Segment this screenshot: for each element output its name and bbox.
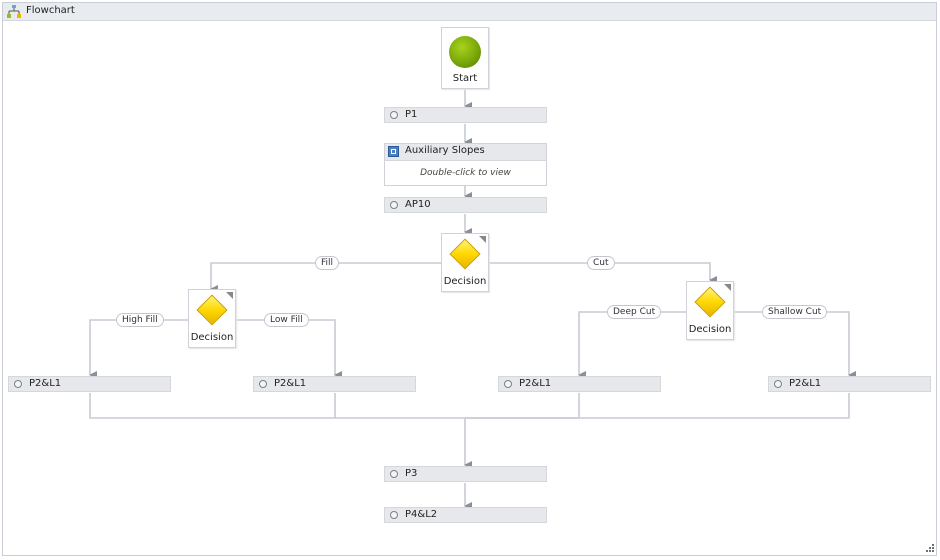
activity-label: P1: [405, 109, 418, 120]
sequence-header: Auxiliary Slopes: [385, 144, 546, 161]
sequence-hint: Double-click to view: [420, 168, 511, 178]
activity-p2l1-deep-cut[interactable]: P2&L1: [498, 376, 661, 392]
activity-status-icon: [390, 470, 398, 478]
connector-fill: [210, 262, 441, 293]
activity-label: P4&L2: [405, 509, 438, 520]
activity-label: P2&L1: [519, 378, 552, 389]
branch-label-shallow-cut[interactable]: Shallow Cut: [762, 305, 828, 319]
connector-merge-c: [465, 393, 580, 419]
activity-status-icon: [504, 380, 512, 388]
activity-label: P2&L1: [274, 378, 307, 389]
decision-diamond-icon: [449, 238, 481, 270]
connector-merge-a: [89, 393, 465, 419]
activity-status-icon: [259, 380, 267, 388]
activity-status-icon: [774, 380, 782, 388]
sequence-auxiliary-slopes[interactable]: Auxiliary Slopes Double-click to view: [384, 143, 547, 186]
activity-p4l2[interactable]: P4&L2: [384, 507, 547, 523]
start-node[interactable]: Start: [441, 27, 489, 89]
decision-label: Decision: [190, 332, 234, 343]
activity-p2l1-low-fill[interactable]: P2&L1: [253, 376, 416, 392]
window-title: Flowchart: [26, 5, 75, 16]
start-circle-icon: [449, 36, 481, 68]
connector-cut: [489, 262, 717, 284]
decision-label: Decision: [443, 276, 487, 287]
branch-label-deep-cut[interactable]: Deep Cut: [607, 305, 662, 319]
expand-corner-icon: [226, 292, 233, 299]
branch-label-low-fill[interactable]: Low Fill: [264, 313, 309, 327]
connector-merge-d: [465, 393, 850, 419]
title-bar: Flowchart: [3, 3, 936, 21]
branch-label-high-fill[interactable]: High Fill: [116, 313, 164, 327]
connector-deep-cut: [578, 311, 686, 379]
decision-cut[interactable]: Decision: [686, 281, 734, 340]
activity-p2l1-high-fill[interactable]: P2&L1: [8, 376, 171, 392]
branch-label-cut[interactable]: Cut: [587, 256, 615, 270]
connector-low-fill: [236, 319, 342, 379]
expand-corner-icon: [479, 236, 486, 243]
activity-label: AP10: [405, 199, 431, 210]
branch-label-fill[interactable]: Fill: [315, 256, 340, 270]
decision-diamond-icon: [694, 286, 726, 318]
sequence-icon: [388, 146, 399, 157]
activity-label: P2&L1: [789, 378, 822, 389]
activity-status-icon: [390, 111, 398, 119]
activity-status-icon: [390, 201, 398, 209]
decision-diamond-icon: [196, 294, 228, 326]
activity-ap10[interactable]: AP10: [384, 197, 547, 213]
connector-high-fill: [89, 319, 189, 379]
decision-main[interactable]: Decision: [441, 233, 489, 292]
start-label: Start: [452, 73, 478, 84]
activity-status-icon: [390, 511, 398, 519]
activity-label: P3: [405, 468, 418, 479]
decision-fill[interactable]: Decision: [188, 289, 236, 348]
activity-p2l1-shallow-cut[interactable]: P2&L1: [768, 376, 931, 392]
activity-p3[interactable]: P3: [384, 466, 547, 482]
activity-p1[interactable]: P1: [384, 107, 547, 123]
resize-grip-icon[interactable]: [924, 544, 934, 554]
decision-label: Decision: [688, 324, 732, 335]
expand-corner-icon: [724, 284, 731, 291]
connector-shallow-cut: [734, 311, 856, 379]
sequence-title: Auxiliary Slopes: [405, 145, 485, 156]
flowchart-icon: [7, 5, 21, 18]
activity-status-icon: [14, 380, 22, 388]
activity-label: P2&L1: [29, 378, 62, 389]
